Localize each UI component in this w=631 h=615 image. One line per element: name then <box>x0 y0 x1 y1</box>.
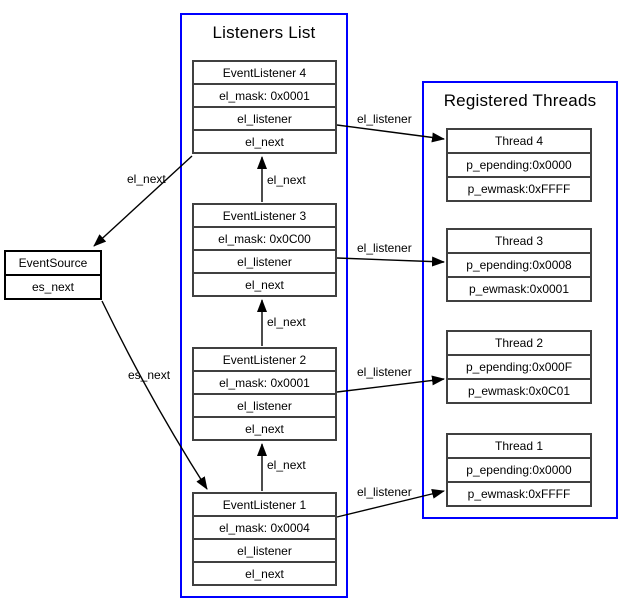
event-listener-1-title: EventListener 1 <box>222 497 307 512</box>
thread-3-field-epending: p_epending:0x0008 <box>448 252 590 276</box>
event-source-box: EventSource es_next <box>4 250 102 300</box>
edge-label-el-listener-el4: el_listener <box>357 112 412 126</box>
event-listener-3-field-next: el_next <box>194 272 335 295</box>
event-listener-2-field-next: el_next <box>194 416 335 439</box>
thread-2-title: Thread 2 <box>494 336 544 350</box>
event-listener-4-field-mask: el_mask: 0x0001 <box>194 83 335 106</box>
thread-2-box: Thread 2 p_epending:0x000F p_ewmask:0x0C… <box>446 330 592 404</box>
thread-4-box: Thread 4 p_epending:0x0000 p_ewmask:0xFF… <box>446 128 592 202</box>
event-listener-2-field-listener: el_listener <box>194 393 335 416</box>
edge-label-el-next-el4-es: el_next <box>127 172 166 186</box>
thread-3-title: Thread 3 <box>494 234 544 248</box>
thread-3-box: Thread 3 p_epending:0x0008 p_ewmask:0x00… <box>446 228 592 302</box>
registered-threads-title: Registered Threads <box>443 91 597 110</box>
event-listener-3-box: EventListener 3 el_mask: 0x0C00 el_liste… <box>192 203 337 297</box>
event-listener-3-field-mask: el_mask: 0x0C00 <box>194 226 335 249</box>
event-source-title: EventSource <box>18 256 88 270</box>
thread-4-field-ewmask: p_ewmask:0xFFFF <box>448 176 590 200</box>
event-listener-4-box: EventListener 4 el_mask: 0x0001 el_liste… <box>192 60 337 154</box>
thread-4-title: Thread 4 <box>494 134 544 148</box>
event-listener-2-title: EventListener 2 <box>222 352 307 367</box>
edge-label-es-next: es_next <box>128 368 171 382</box>
thread-1-box: Thread 1 p_epending:0x0000 p_ewmask:0xFF… <box>446 433 592 507</box>
registered-threads-container: Registered Threads <box>422 81 618 519</box>
event-listener-1-field-mask: el_mask: 0x0004 <box>194 515 335 538</box>
event-listener-4-field-listener: el_listener <box>194 106 335 129</box>
event-listener-4-field-next: el_next <box>194 129 335 152</box>
edge-el4-next-to-eventsource <box>93 155 193 247</box>
event-listener-4-title: EventListener 4 <box>222 65 307 80</box>
thread-4-field-epending: p_epending:0x0000 <box>448 152 590 176</box>
event-listener-2-box: EventListener 2 el_mask: 0x0001 el_liste… <box>192 347 337 441</box>
listeners-list-title: Listeners List <box>212 23 316 42</box>
thread-1-field-ewmask: p_ewmask:0xFFFF <box>448 481 590 505</box>
edge-label-el-listener-el2: el_listener <box>357 365 412 379</box>
thread-2-field-epending: p_epending:0x000F <box>448 354 590 378</box>
event-listener-1-field-next: el_next <box>194 561 335 584</box>
thread-1-field-epending: p_epending:0x0000 <box>448 457 590 481</box>
event-listener-3-field-listener: el_listener <box>194 249 335 272</box>
event-listener-2-field-mask: el_mask: 0x0001 <box>194 370 335 393</box>
event-listener-3-title: EventListener 3 <box>222 208 307 223</box>
event-listener-1-field-listener: el_listener <box>194 538 335 561</box>
event-source-field-es-next: es_next <box>6 274 100 298</box>
edge-label-el-listener-el1: el_listener <box>357 485 412 499</box>
thread-2-field-ewmask: p_ewmask:0x0C01 <box>448 378 590 402</box>
thread-3-field-ewmask: p_ewmask:0x0001 <box>448 276 590 300</box>
edge-label-el-listener-el3: el_listener <box>357 241 412 255</box>
thread-1-title: Thread 1 <box>494 439 544 453</box>
event-listener-1-box: EventListener 1 el_mask: 0x0004 el_liste… <box>192 492 337 586</box>
